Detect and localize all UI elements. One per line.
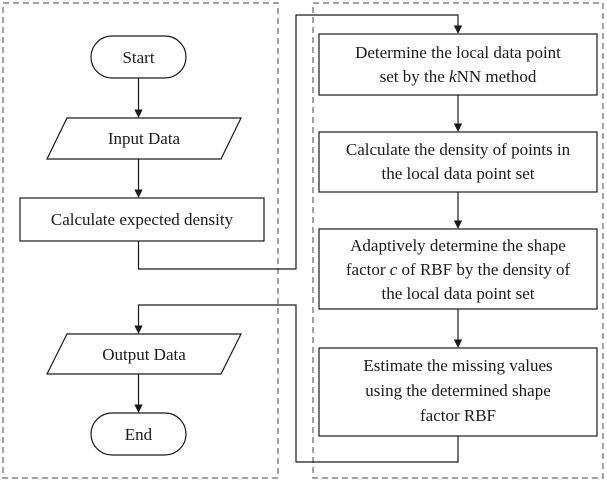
input-data-parallelogram: [46, 117, 242, 160]
estimate-process: [318, 347, 598, 437]
output-data-parallelogram: [46, 333, 242, 375]
knn-label-line1: Determine the local data point: [355, 43, 561, 62]
start-label: Start: [122, 48, 154, 67]
shape-label-line1: Adaptively determine the shape: [350, 236, 566, 255]
density-label-line2: the local data point set: [382, 164, 535, 183]
left-dashed-group: [2, 2, 279, 479]
knn-label-line2: set by the kNN method: [380, 67, 537, 86]
arrow-estimate-to-output: [134, 304, 459, 463]
shape-label-line2: factor c of RBF by the density of: [346, 260, 571, 279]
shape-line2-post: of RBF by the density of: [397, 260, 570, 279]
estimate-label-line2: using the determined shape: [365, 381, 551, 400]
knn-process: [318, 33, 598, 96]
shape-line2-pre: factor: [346, 260, 390, 279]
end-terminal: [90, 412, 187, 456]
knn-line2-pre: set by the: [380, 67, 449, 86]
shape-line2-italic: c: [390, 260, 398, 279]
estimate-label-line1: Estimate the missing values: [363, 356, 552, 375]
arrow-calc-to-knn: [137, 14, 463, 270]
calculate-expected-density-label: Calculate expected density: [51, 210, 234, 229]
knn-line2-italic: k: [449, 67, 457, 86]
estimate-label-line3: factor RBF: [420, 406, 496, 425]
density-label-line1: Calculate the density of points in: [346, 140, 571, 159]
knn-line2-post: NN method: [457, 67, 537, 86]
input-data-label: Input Data: [108, 129, 181, 148]
shape-label-line3: the local data point set: [382, 284, 535, 303]
calculate-expected-density-process: [19, 197, 265, 242]
right-dashed-group: [312, 2, 604, 479]
output-data-label: Output Data: [102, 345, 186, 364]
end-label: End: [125, 425, 153, 444]
